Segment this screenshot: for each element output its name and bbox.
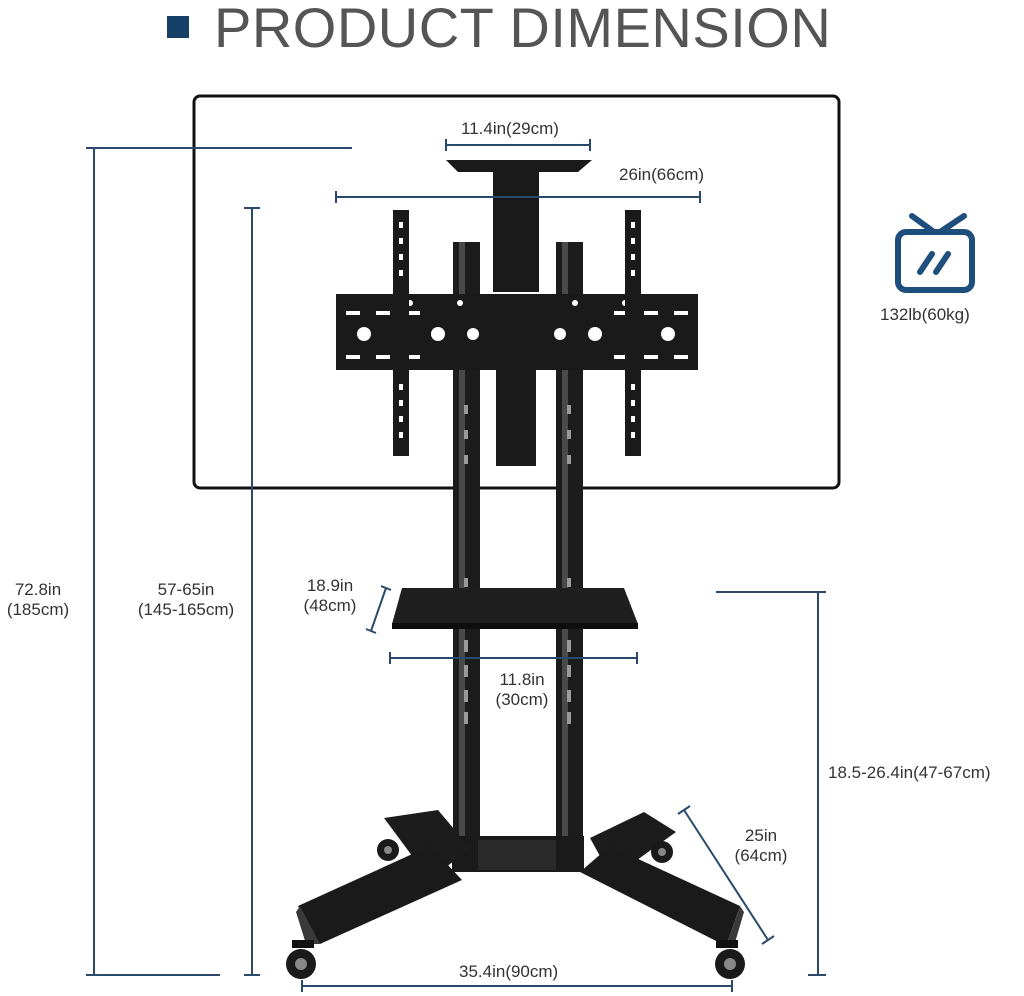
top-plate-width-label: 11.4in(29cm) bbox=[461, 119, 559, 138]
shelf-depth-in: 18.9in bbox=[306, 576, 354, 595]
dimension-lines bbox=[86, 139, 826, 992]
caster-front-left bbox=[286, 940, 316, 979]
caster-back-right bbox=[651, 841, 673, 863]
base-frame bbox=[296, 810, 744, 946]
page-header: PRODUCT DIMENSION bbox=[0, 0, 1024, 60]
shelf-width-cm: (30cm) bbox=[495, 690, 549, 709]
base-depth-cm: (64cm) bbox=[734, 846, 788, 865]
casters bbox=[286, 839, 745, 979]
camera-shelf bbox=[446, 160, 592, 292]
mount-bracket bbox=[336, 210, 698, 456]
media-shelf bbox=[392, 588, 638, 629]
total-height-label: 72.8in (185cm) bbox=[0, 580, 76, 620]
total-height-cm: (185cm) bbox=[6, 600, 70, 619]
mount-width-label: 26in(66cm) bbox=[619, 165, 705, 184]
tv-icon bbox=[895, 213, 975, 293]
mount-height-in: 57-65in bbox=[157, 580, 215, 599]
shelf-depth-cm: (48cm) bbox=[303, 596, 357, 615]
base-depth-in: 25in bbox=[744, 826, 778, 845]
tv-outline bbox=[192, 94, 841, 490]
mount-height-label: 57-65in (145-165cm) bbox=[126, 580, 246, 620]
base-depth-label: 25in (64cm) bbox=[725, 826, 797, 866]
mount-height-cm: (145-165cm) bbox=[137, 600, 235, 619]
shelf-depth-label: 18.9in (48cm) bbox=[294, 576, 366, 616]
shelf-width-in: 11.8in bbox=[499, 670, 545, 689]
base-width-label: 35.4in(90cm) bbox=[459, 962, 559, 981]
title-bullet bbox=[167, 16, 189, 38]
shelf-width-label: 11.8in (30cm) bbox=[486, 670, 558, 710]
total-height-in: 72.8in bbox=[14, 580, 62, 599]
page-title: PRODUCT DIMENSION bbox=[214, 0, 832, 59]
caster-back-left bbox=[377, 839, 399, 861]
load-capacity-label: 132lb(60kg) bbox=[880, 305, 970, 324]
shelf-height-label: 18.5-26.4in(47-67cm) bbox=[828, 763, 991, 782]
caster-front-right bbox=[715, 940, 745, 979]
